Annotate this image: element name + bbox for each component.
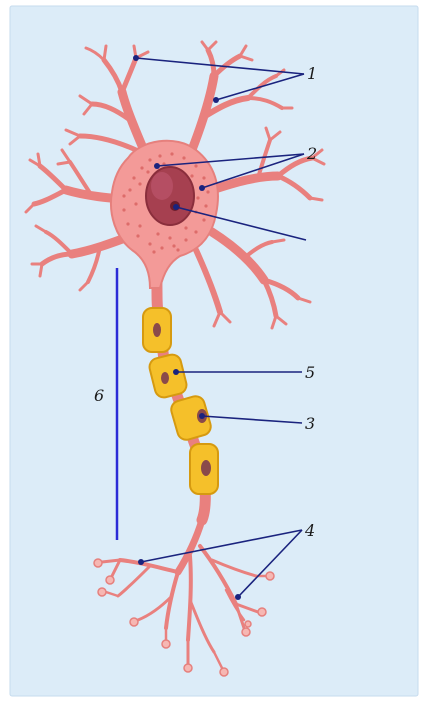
label-schwann-nucleus: 3 — [305, 414, 315, 433]
schwann-nucleus — [153, 323, 161, 337]
label-axon: 6 — [94, 386, 104, 405]
pointer-dot — [173, 204, 179, 210]
label-cytoplasm: 2 — [306, 144, 317, 163]
pointer-dot — [213, 97, 219, 103]
pointer-dot — [138, 559, 144, 565]
nucleus-highlight — [151, 172, 173, 200]
label-axon-terminals: 4 — [304, 521, 315, 540]
label-dendrites: 1 — [307, 64, 317, 83]
schwann-nucleus — [161, 372, 169, 384]
nucleus — [146, 167, 194, 225]
pointer-dot — [235, 594, 241, 600]
schwann-nucleus — [201, 460, 211, 476]
pointer-dot — [173, 369, 179, 375]
pointer-dot — [199, 413, 205, 419]
label-myelin-sheath: 5 — [305, 363, 315, 382]
pointer-dot — [154, 163, 160, 169]
schwann-cell-4 — [190, 444, 218, 494]
schwann-cell-1 — [143, 308, 171, 352]
pointer-dot — [133, 55, 139, 61]
pointer-dot — [199, 185, 205, 191]
